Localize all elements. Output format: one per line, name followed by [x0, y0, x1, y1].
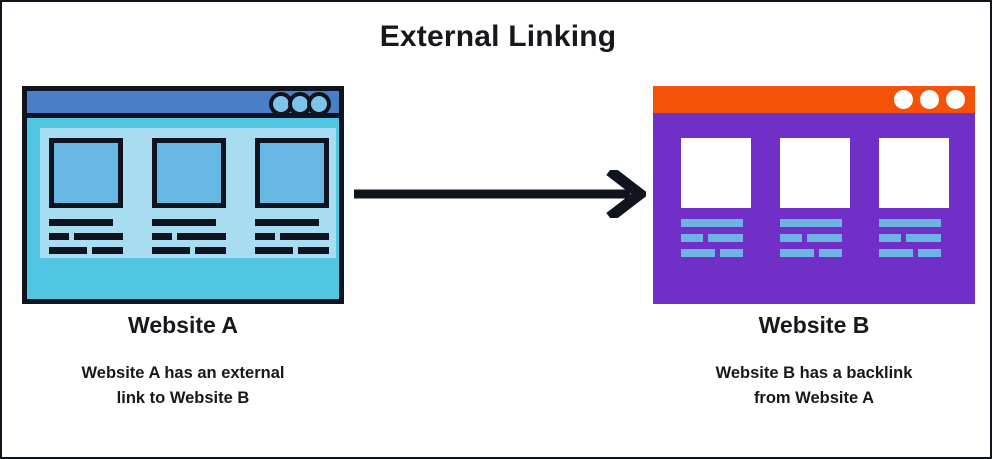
- website-b-text-column: [681, 219, 751, 264]
- circle-filled-icon: [920, 90, 939, 109]
- website-b-thumbnail-row: [681, 138, 949, 208]
- website-a-titlebar: [27, 91, 339, 118]
- website-a-frame: [22, 86, 344, 304]
- text-line: [780, 234, 802, 242]
- text-line: [720, 249, 743, 257]
- website-b-frame: [653, 86, 975, 304]
- website-a-description-line-2: link to Website B: [116, 388, 250, 407]
- text-line: [780, 219, 842, 227]
- image-placeholder: [152, 138, 226, 208]
- website-b-description-line-1: Website B has a backlink: [715, 364, 913, 382]
- text-line: [780, 249, 814, 257]
- text-line: [918, 249, 941, 257]
- text-line: [681, 234, 703, 242]
- website-b-window-controls: [894, 90, 965, 109]
- text-line: [255, 247, 293, 254]
- text-line: [298, 247, 329, 254]
- text-line: [708, 234, 743, 242]
- text-line-row: [780, 249, 850, 257]
- website-a-text-column: [49, 219, 123, 261]
- text-line-row: [681, 219, 751, 227]
- text-line-row: [152, 219, 226, 226]
- website-a-label: Website A: [128, 312, 238, 338]
- page-title: External Linking: [379, 20, 617, 53]
- text-line: [92, 247, 123, 254]
- link-arrow: [352, 166, 650, 222]
- website-a-description: Website A has an external link to Websit…: [22, 361, 344, 411]
- text-line-row: [780, 234, 850, 242]
- text-line-row: [879, 249, 949, 257]
- website-b-description: Website B has a backlink from Website A: [653, 361, 975, 411]
- website-b-titlebar: [653, 86, 975, 113]
- text-line: [152, 247, 190, 254]
- text-line-row: [255, 219, 329, 226]
- text-line-row: [255, 247, 329, 254]
- text-line-row: [49, 219, 123, 226]
- website-a-description-line-1: Website A has an external: [81, 364, 285, 382]
- website-b-text-rows: [681, 219, 949, 264]
- text-line: [152, 219, 216, 226]
- text-line-row: [879, 234, 949, 242]
- text-line: [74, 233, 123, 240]
- text-line-row: [780, 219, 850, 227]
- circle-filled-icon: [894, 90, 913, 109]
- text-line: [255, 219, 319, 226]
- text-line-row: [49, 247, 123, 254]
- text-line: [49, 219, 113, 226]
- text-line: [681, 219, 743, 227]
- text-line: [807, 234, 842, 242]
- text-line: [195, 247, 226, 254]
- website-a-window: [22, 86, 344, 304]
- image-placeholder: [780, 138, 850, 208]
- website-a-text-rows: [49, 219, 329, 261]
- text-line: [879, 219, 941, 227]
- website-b-window: [653, 86, 975, 304]
- text-line: [152, 233, 172, 240]
- text-line: [49, 247, 87, 254]
- website-a-text-column: [255, 219, 329, 261]
- text-line: [819, 249, 842, 257]
- website-a-text-column: [152, 219, 226, 261]
- text-line: [681, 249, 715, 257]
- website-b-text-column: [879, 219, 949, 264]
- text-line-row: [879, 219, 949, 227]
- text-line: [879, 234, 901, 242]
- website-a-thumbnail-row: [49, 138, 329, 208]
- website-a-window-controls: [269, 92, 331, 116]
- text-line-row: [681, 249, 751, 257]
- circle-filled-icon: [946, 90, 965, 109]
- text-line-row: [152, 247, 226, 254]
- image-placeholder: [49, 138, 123, 208]
- text-line-row: [49, 233, 123, 240]
- image-placeholder: [879, 138, 949, 208]
- website-b-label: Website B: [758, 312, 870, 338]
- website-b-text-column: [780, 219, 850, 264]
- circle-outline-icon: [307, 92, 331, 116]
- image-placeholder: [681, 138, 751, 208]
- text-line-row: [681, 234, 751, 242]
- text-line: [280, 233, 329, 240]
- text-line: [177, 233, 226, 240]
- text-line-row: [255, 233, 329, 240]
- text-line: [906, 234, 941, 242]
- text-line: [255, 233, 275, 240]
- text-line: [49, 233, 69, 240]
- text-line: [879, 249, 913, 257]
- text-line-row: [152, 233, 226, 240]
- image-placeholder: [255, 138, 329, 208]
- website-a-caption: Website A Website A has an external link…: [22, 312, 344, 411]
- website-b-caption: Website B Website B has a backlink from …: [653, 312, 975, 411]
- website-b-description-line-2: from Website A: [753, 388, 875, 407]
